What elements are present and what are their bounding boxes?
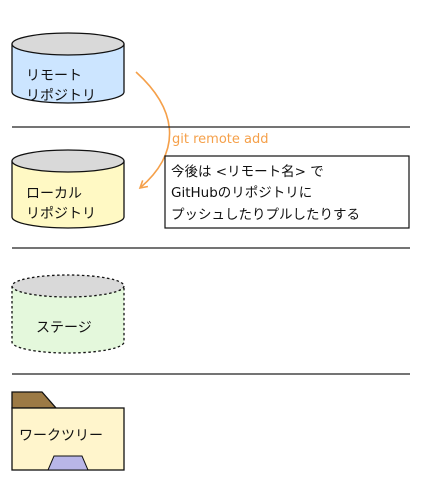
worktree-label: ワークツリー [19,428,103,444]
git-remote-add-label: git remote add [172,132,268,147]
local-repository-label-line2: リポジトリ [26,206,96,222]
stage-label: ステージ [36,320,92,336]
note-box: 今後は <リモート名> で GitHubのリポジトリに プッシュしたりプルしたり… [164,155,410,229]
stage-cylinder: ステージ [11,274,125,354]
note-line1: 今後は <リモート名> で [171,164,324,180]
remote-repository-label-line2: リポジトリ [26,88,96,104]
note-line2: GitHubのリポジトリに [171,185,312,201]
remote-repository-cylinder: リモート リポジトリ [11,32,125,104]
local-repository-label-line1: ローカル [26,186,82,202]
local-repository-cylinder: ローカル リポジトリ [11,149,125,229]
worktree-folder-icon: ワークツリー [11,391,125,471]
remote-repository-label-line1: リモート [26,68,82,84]
note-line3: プッシュしたりプルしたりする [171,207,360,223]
git-remote-add-arrow [135,71,171,190]
